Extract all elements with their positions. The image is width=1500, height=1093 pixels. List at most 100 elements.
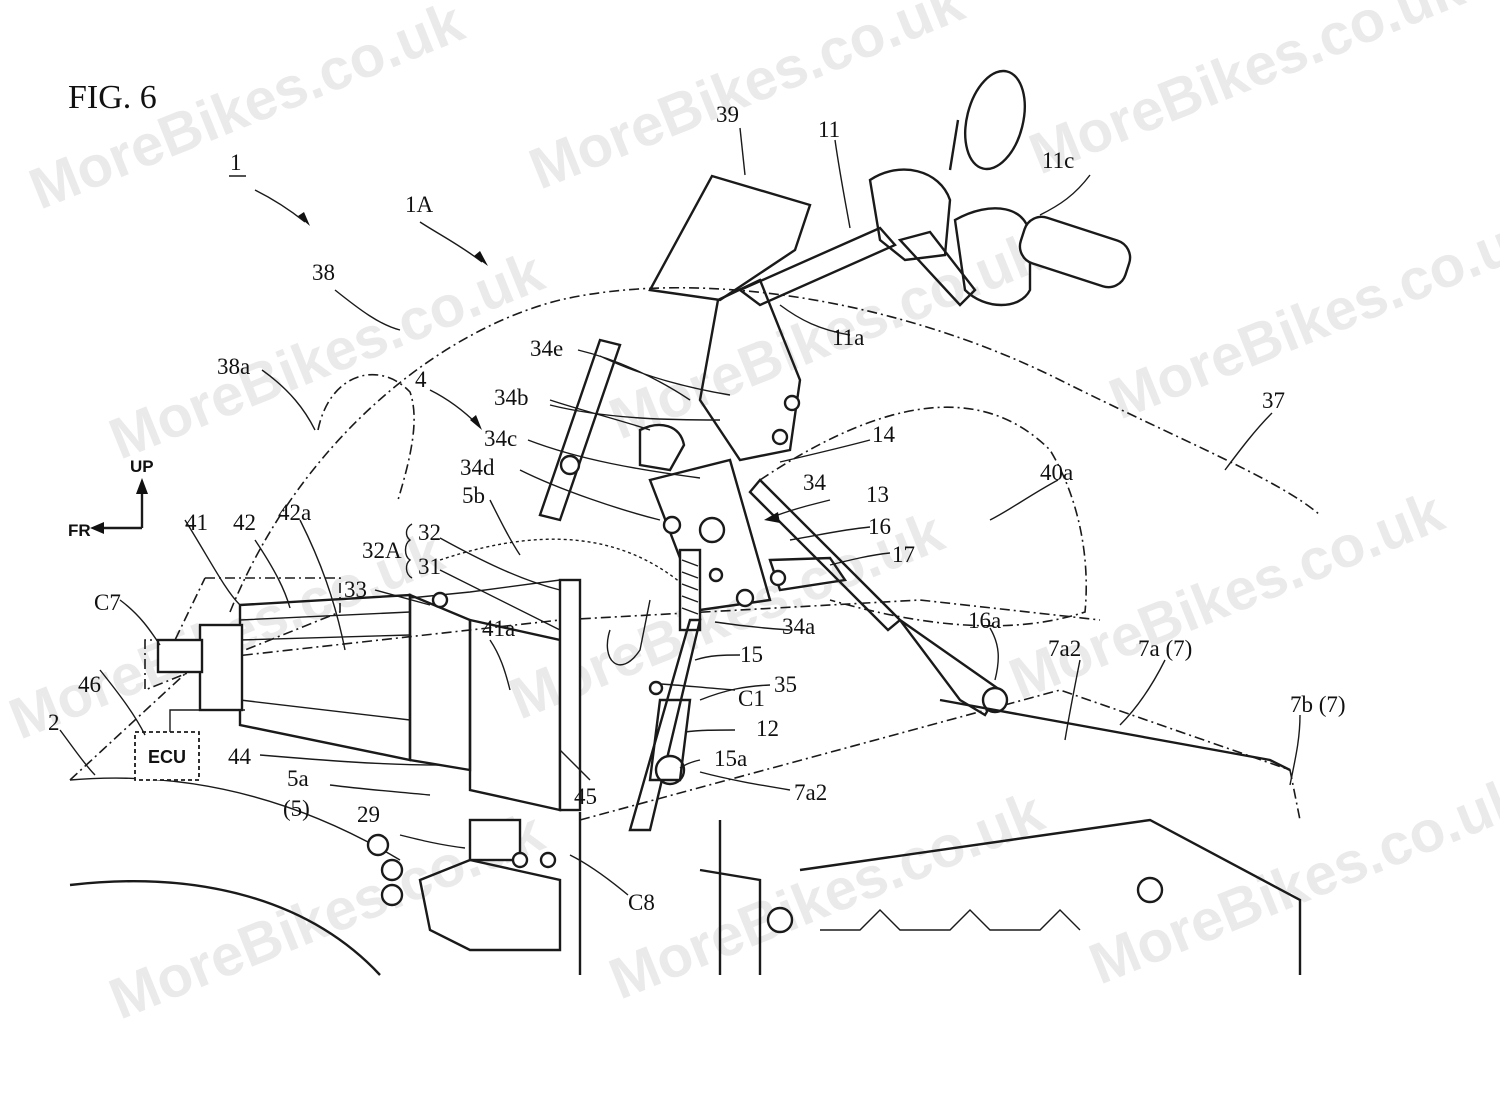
ref-label: 34c: [484, 426, 517, 451]
ref-label: 46: [78, 672, 101, 697]
bracket-34e: [538, 338, 622, 522]
watermark: MoreBikes.co.uk: [601, 779, 1053, 1012]
headlight-housing-outline: [144, 577, 341, 692]
rear-frame-outline: [579, 689, 1301, 821]
motor-cap: [198, 623, 244, 712]
ref-label: 34a: [782, 614, 815, 639]
handlebar-assembly: [648, 69, 1132, 462]
wheel-arc: [69, 880, 381, 976]
mount-16a: [981, 686, 1009, 714]
ref-label: 41a: [482, 616, 515, 641]
steering-stem-11a: [698, 278, 802, 462]
ref-label: 44: [228, 744, 252, 769]
front-wheel: [69, 777, 404, 976]
lever: [897, 230, 977, 307]
ref-label: 16: [868, 514, 891, 539]
ref-label: 38: [312, 260, 335, 285]
ref-label: 16a: [968, 608, 1001, 633]
knob-34b: [638, 423, 686, 472]
mirror-stem: [948, 119, 960, 171]
damper-body-16: [899, 619, 1002, 717]
ref-label: 4: [415, 367, 427, 392]
watermark: MoreBikes.co.uk: [521, 0, 973, 202]
ref-label: 15: [740, 642, 763, 667]
spring-34a: [678, 548, 702, 632]
ref-label: 5b: [462, 483, 485, 508]
ref-label: 2: [48, 710, 60, 735]
ref-label: 41: [185, 510, 208, 535]
ref-label: 14: [872, 422, 896, 447]
ref-label: 34b: [494, 385, 529, 410]
ref-label: 33: [344, 577, 367, 602]
ref-label: C8: [628, 890, 655, 915]
stem-15: [628, 618, 702, 832]
ref-label: 13: [866, 482, 889, 507]
engine-cover: [799, 818, 1302, 975]
frame-7b: [939, 698, 1291, 772]
ref-label: 1: [230, 150, 242, 175]
engine-area: [578, 698, 1302, 975]
ecu-box: ECU: [134, 709, 245, 781]
actuator-unit-41: [156, 578, 582, 952]
ref-label: 7b (7): [1290, 692, 1346, 717]
ref-label: 42a: [278, 500, 311, 525]
ref-label: 11c: [1042, 148, 1074, 173]
mirror: [964, 69, 1026, 171]
reference-labels: 1 1A 38 38a 39 11 11c 11a 34e 34b 34c 34…: [48, 102, 1346, 915]
figure-title: FIG. 6: [68, 79, 157, 116]
watermark: MoreBikes.co.uk: [1101, 199, 1500, 432]
ref-label: 32A: [362, 538, 402, 563]
cable-35: [606, 599, 651, 666]
direction-front: FR: [68, 521, 91, 540]
switch-housing: [868, 168, 952, 262]
ref-label: 12: [756, 716, 779, 741]
ref-label: 45: [574, 784, 597, 809]
ref-label: 37: [1262, 388, 1285, 413]
ecu-label: ECU: [148, 747, 186, 767]
shaft-32A: [558, 578, 582, 812]
leader-lines: [59, 127, 1301, 896]
ref-label: 15a: [714, 746, 747, 771]
direction-indicator: UP FR: [68, 457, 154, 540]
watermark: MoreBikes.co.uk: [1021, 0, 1473, 187]
pivot-33: [431, 591, 449, 609]
ref-label: 42: [233, 510, 256, 535]
ref-label: 31: [418, 554, 441, 579]
ref-label: C1: [738, 686, 765, 711]
instrument-39: [648, 174, 812, 302]
ref-label: 5a: [287, 766, 309, 791]
ref-label: 34e: [530, 336, 563, 361]
ref-label: 1A: [405, 192, 434, 217]
handlebar-11: [737, 226, 897, 307]
ref-label: 32: [418, 520, 441, 545]
ref-label: 34d: [460, 455, 495, 480]
tube-12: [648, 698, 692, 782]
tank-side-outline: [759, 406, 1088, 627]
grip-end: [1018, 215, 1132, 289]
ref-label: 7a2: [1048, 636, 1081, 661]
cable-path: [439, 538, 701, 601]
cowl-outline: [317, 373, 415, 501]
direction-up: UP: [130, 457, 154, 476]
shaft-c7: [156, 638, 204, 674]
ref-label: 7a (7): [1138, 636, 1192, 661]
grip-11c: [953, 207, 1032, 307]
watermark: MoreBikes.co.uk: [1001, 479, 1453, 712]
ref-label: 7a2: [794, 780, 827, 805]
ref-label: 17: [892, 542, 915, 567]
ref-label: 11: [818, 117, 840, 142]
ref-label: (5): [283, 796, 310, 821]
ref-label: 35: [774, 672, 797, 697]
fuel-tank-outline: [229, 286, 1321, 613]
ref-label: 38a: [217, 354, 250, 379]
ref-label: C7: [94, 590, 121, 615]
fender-arc: [69, 777, 401, 861]
ref-label: 39: [716, 102, 739, 127]
steering-mechanism: [538, 338, 1009, 832]
ref-label: 34: [803, 470, 827, 495]
cooling-fins: [820, 909, 1081, 931]
phantom-outlines: [69, 286, 1321, 821]
flange: [408, 593, 472, 772]
